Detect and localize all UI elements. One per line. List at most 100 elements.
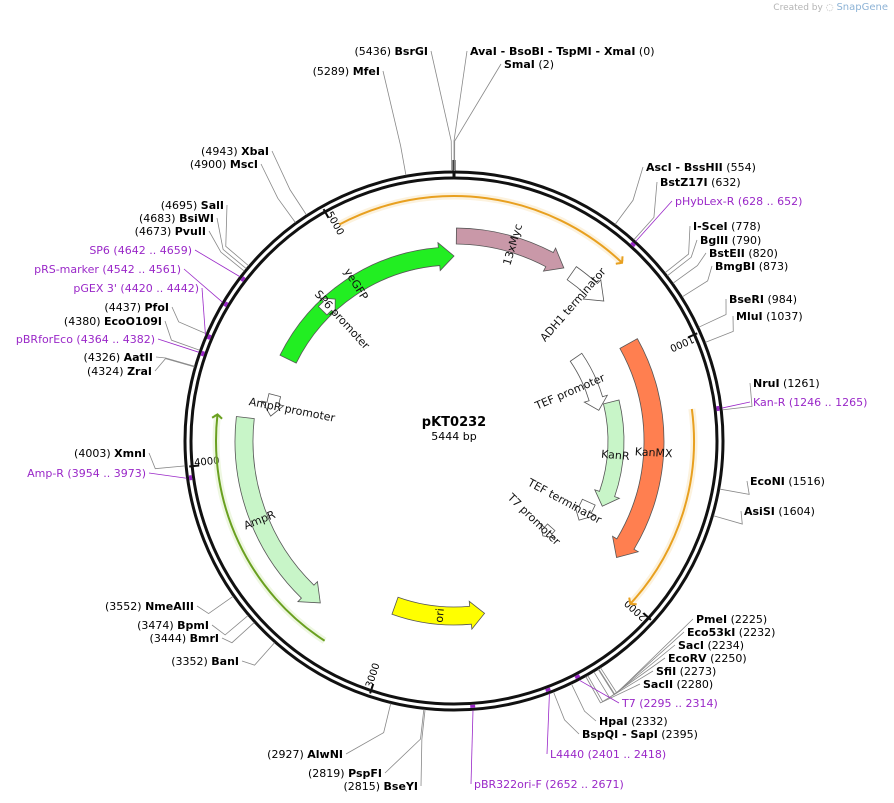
enzyme-name: BmrI [190,632,219,645]
enzyme-pos: (778) [728,220,761,233]
enzyme-pos: (1516) [785,475,825,488]
site-label: Eco53kI (2232) [687,626,775,639]
enzyme-name: AatII [124,351,153,364]
enzyme-name: BsrGI [395,45,428,58]
site-label: (5289) MfeI [313,65,380,78]
enzyme-name: BmgBI [715,260,755,273]
primer-label: pGEX 3' (4420 .. 4442) [73,282,199,295]
site-label: HpaI (2332) [599,715,668,728]
enzyme-pos: (0) [635,45,654,58]
primer-mark [200,350,205,357]
enzyme-name: SalI [201,199,224,212]
site-label: (2927) AlwNI [267,748,343,761]
site-leader [571,683,597,722]
primer-range: (4364 .. 4382) [73,333,155,346]
credit-brand: SnapGene [836,2,888,13]
enzyme-name: MfeI [353,65,380,78]
site-leader [454,63,502,172]
primer-name: Kan-R [753,396,786,409]
enzyme-name: AsiSI [744,505,775,518]
scale-tick-label: 4000 [194,456,220,469]
site-leader [171,306,207,335]
site-label: MluI (1037) [736,310,803,323]
site-leader [382,70,407,176]
primer-leader [721,401,751,409]
primer-mark [206,334,212,340]
site-leader [420,709,426,787]
enzyme-name: BstEII [709,247,745,260]
enzyme-pos: (3474) [137,619,177,632]
enzyme-pos: (2819) [308,767,348,780]
enzyme-pos: (2927) [267,748,307,761]
primer-range: (3954 .. 3973) [64,467,146,480]
enzyme-pos: (5436) [354,45,394,58]
site-leader [722,382,753,411]
orf-arcs [211,192,698,644]
site-leader [633,181,658,240]
enzyme-name: XmnI [114,447,146,460]
site-label: BmgBI (873) [715,260,788,273]
site-label: BstZ17I (632) [660,176,741,189]
site-label: (3552) NmeAIII [105,600,194,613]
enzyme-name: HpaI [599,715,628,728]
site-label: SmaI (2) [504,58,554,71]
primer-label: Kan-R (1246 .. 1265) [753,396,867,409]
site-label: (4326) AatII [84,351,153,364]
feature-label: KanR [601,448,631,463]
enzyme-pos: (4683) [139,212,179,225]
enzyme-pos: (4380) [64,315,104,328]
site-label: AvaI - BsoBI - TspMI - XmaI (0) [470,45,655,58]
primer-name: pRS-marker [34,263,99,276]
scale-tick [687,332,698,339]
primer-mark [630,241,636,248]
enzyme-pos: (2815) [343,780,383,793]
site-leader [713,510,743,525]
feature-ampr-promoter [261,393,285,417]
scale-tick-label: 1000 [668,333,696,353]
primer-leader [546,693,550,755]
enzyme-pos: (1037) [763,310,803,323]
primer-name: pBR322ori-F [474,778,542,791]
primer-label: SP6 (4642 .. 4659) [89,244,192,257]
enzyme-name: AlwNI [307,748,343,761]
enzyme-pos: (4943) [201,145,241,158]
plasmid-name: pKT0232 [422,415,486,430]
enzyme-name: AvaI - BsoBI - TspMI - XmaI [470,45,635,58]
enzyme-name: EcoRV [668,652,707,665]
feature-tef-promoter [569,352,609,411]
site-label: BspQI - SapI (2395) [582,728,698,741]
site-leader [154,358,195,372]
enzyme-name: MscI [230,158,258,171]
primer-leader [470,710,474,785]
enzyme-name: SmaI [504,58,535,71]
site-label: I-SceI (778) [693,220,761,233]
scale-tick [189,464,200,468]
snapgene-credit: Created by ◌ SnapGene [773,2,888,13]
enzyme-pos: (790) [728,234,761,247]
enzyme-name: EcoNI [750,475,785,488]
site-leader [682,265,713,298]
feature-ori [391,596,486,631]
site-label: (5436) BsrGI [354,45,428,58]
site-label: (4943) XbaI [201,145,269,158]
site-label: (2815) BseYI [343,780,418,793]
site-leader [241,642,275,666]
site-leader [196,595,234,615]
primer-label: T7 (2295 .. 2314) [621,697,718,710]
site-label: BseRI (984) [729,293,797,306]
site-label: EcoNI (1516) [750,475,825,488]
enzyme-pos: (2280) [673,678,713,691]
snapgene-logo-icon: ◌ [825,3,834,13]
feature-13xmyc [455,227,565,272]
enzyme-pos: (632) [708,176,741,189]
scale-tick-label: 3000 [364,662,382,690]
primer-label: pBR322ori-F (2652 .. 2671) [474,778,624,791]
enzyme-name: EcoO109I [104,315,162,328]
site-leader [345,703,392,755]
site-leader [384,709,425,774]
enzyme-name: NruI [753,377,780,390]
enzyme-name: SacI [678,639,704,652]
site-label: AscI - BssHII (554) [646,161,756,174]
feature-kanmx [611,338,665,559]
site-leader [705,315,734,343]
